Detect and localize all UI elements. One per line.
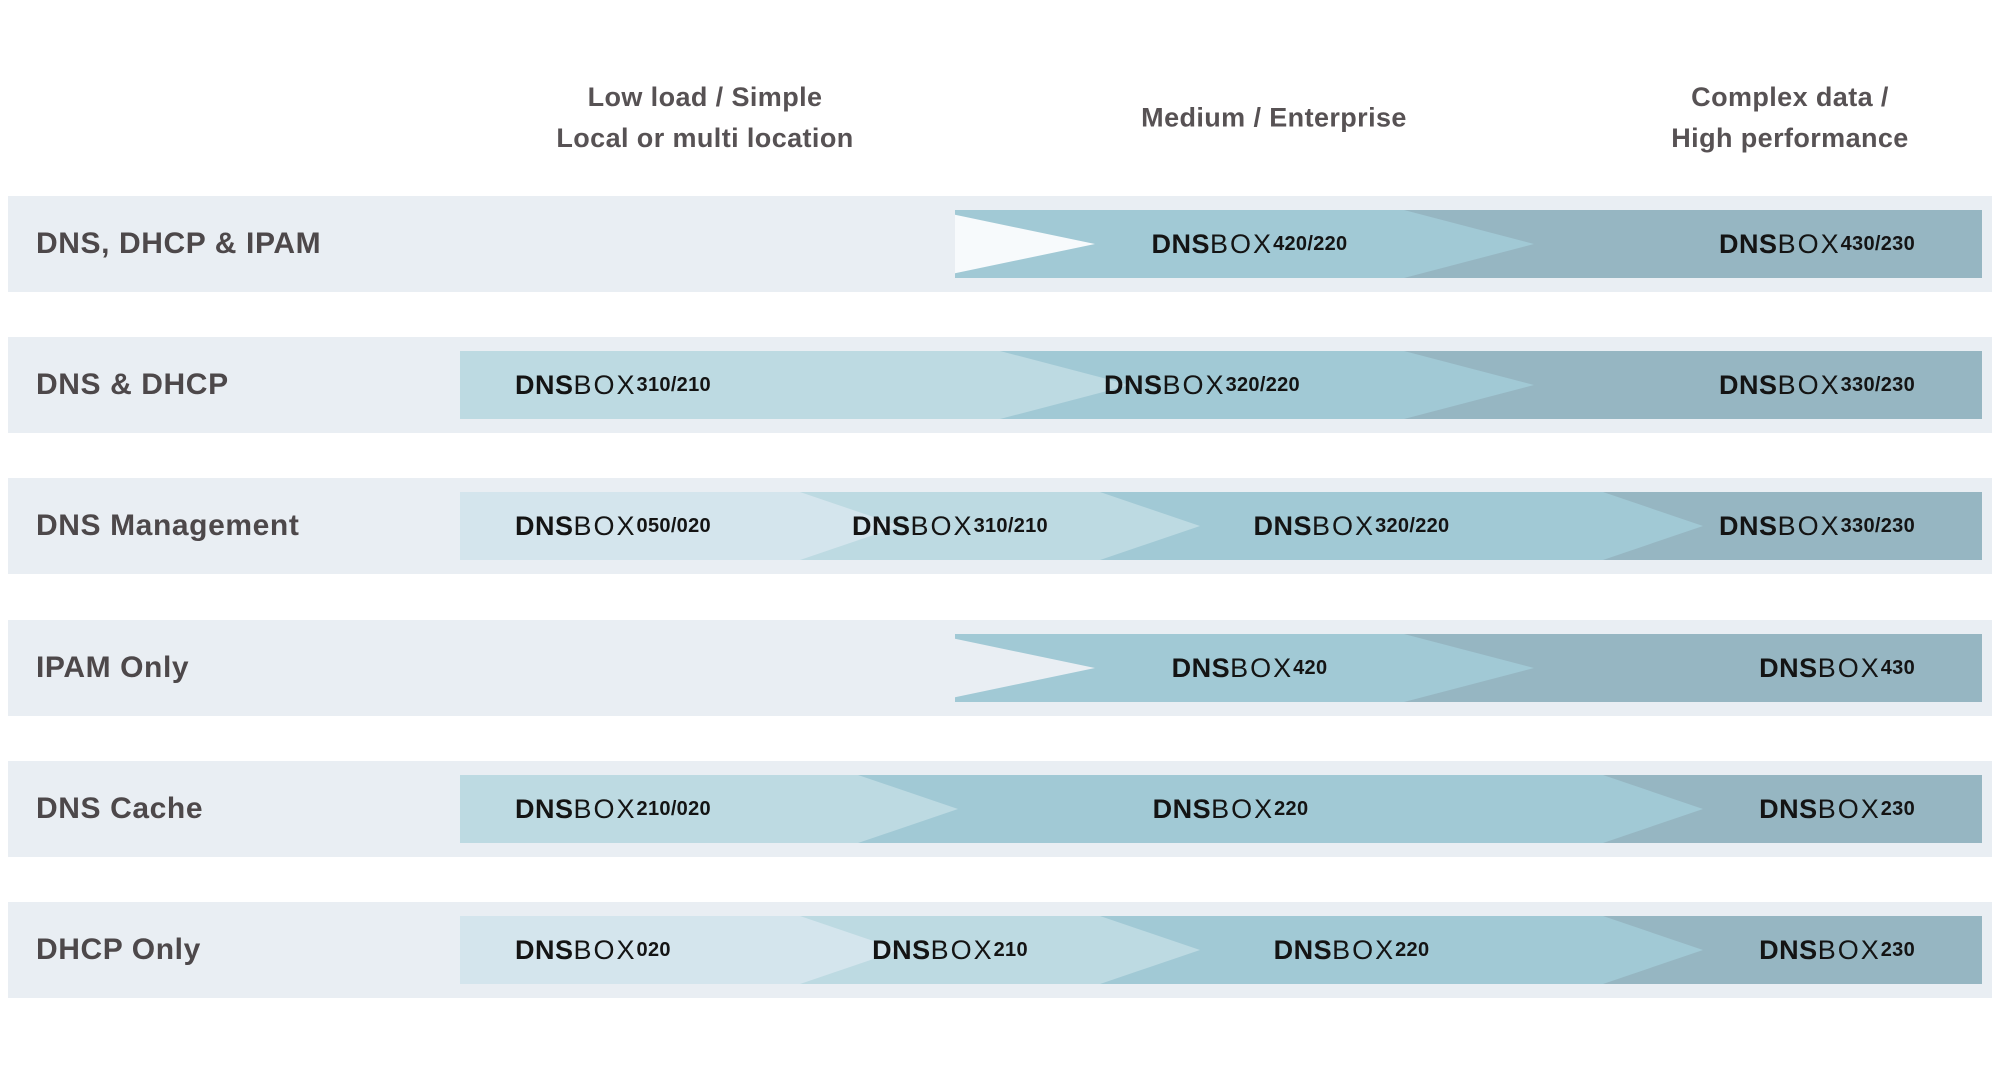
- column-header-line: High performance: [1671, 123, 1909, 153]
- product-family: BOX: [910, 510, 974, 541]
- product-model: 230: [1880, 938, 1915, 961]
- product-brand: DNS: [1719, 228, 1778, 259]
- product-brand: DNS: [515, 793, 574, 824]
- product-family: BOX: [573, 510, 637, 541]
- product-family: BOX: [573, 934, 637, 965]
- product-family: BOX: [1817, 652, 1881, 683]
- product-family: BOX: [1777, 228, 1841, 259]
- product-model: 050/020: [636, 514, 711, 537]
- product-model: 230: [1880, 797, 1915, 820]
- product-family: BOX: [1312, 510, 1376, 541]
- product-family: BOX: [573, 369, 637, 400]
- product-brand: DNS: [1759, 793, 1818, 824]
- product-segment: [460, 351, 1000, 419]
- product-brand: DNS: [1719, 510, 1778, 541]
- product-model: 210/020: [636, 797, 711, 820]
- product-segment: [460, 775, 858, 843]
- product-model: 420/220: [1273, 232, 1348, 255]
- product-family: BOX: [1817, 793, 1881, 824]
- product-model: 430/230: [1840, 232, 1915, 255]
- product-model: 310/210: [973, 514, 1048, 537]
- product-model: 310/210: [636, 373, 711, 396]
- product-brand: DNS: [1104, 369, 1163, 400]
- row-label: DHCP Only: [36, 933, 201, 966]
- column-header-line: Medium / Enterprise: [1141, 102, 1407, 133]
- column-header-line: Complex data /: [1691, 82, 1889, 112]
- column-header-line: Local or multi location: [556, 123, 854, 153]
- product-family: BOX: [1332, 934, 1396, 965]
- product-family: BOX: [1162, 369, 1226, 400]
- product-family: BOX: [1230, 652, 1294, 683]
- row-label: DNS Cache: [36, 792, 204, 825]
- product-model: 430: [1880, 656, 1915, 679]
- column-header-line: Low load / Simple: [587, 82, 823, 112]
- product-brand: DNS: [515, 934, 574, 965]
- product-model: 330/230: [1840, 514, 1915, 537]
- product-brand: DNS: [1759, 934, 1818, 965]
- product-brand: DNS: [872, 934, 931, 965]
- row-label: IPAM Only: [36, 651, 190, 684]
- product-brand: DNS: [1151, 228, 1211, 259]
- product-brand: DNS: [1719, 369, 1778, 400]
- product-brand: DNS: [1253, 510, 1313, 541]
- product-family: BOX: [1210, 228, 1274, 259]
- product-segment: [460, 916, 800, 984]
- column-header-complex-data: Complex data / High performance: [1671, 77, 1908, 159]
- product-brand: DNS: [852, 510, 911, 541]
- product-model: 020: [636, 938, 671, 961]
- product-brand: DNS: [1171, 652, 1231, 683]
- product-brand: DNS: [1273, 934, 1333, 965]
- column-header-medium-enterprise: Medium / Enterprise: [1141, 98, 1407, 139]
- row-label: DNS & DHCP: [36, 368, 229, 401]
- product-model: 330/230: [1840, 373, 1915, 396]
- product-family: BOX: [930, 934, 994, 965]
- product-model: 320/220: [1375, 514, 1450, 537]
- product-model: 210: [993, 938, 1028, 961]
- product-brand: DNS: [515, 369, 574, 400]
- product-segment: [460, 492, 800, 560]
- product-model: 420: [1293, 656, 1328, 679]
- product-segment: [858, 775, 1603, 843]
- product-family: BOX: [1777, 369, 1841, 400]
- product-family: BOX: [1777, 510, 1841, 541]
- product-family: BOX: [1211, 793, 1275, 824]
- product-family: BOX: [1817, 934, 1881, 965]
- row-label: DNS, DHCP & IPAM: [36, 227, 322, 260]
- product-model: 220: [1274, 797, 1309, 820]
- product-model: 220: [1395, 938, 1430, 961]
- product-model: 320/220: [1225, 373, 1300, 396]
- product-brand: DNS: [1759, 652, 1818, 683]
- product-brand: DNS: [515, 510, 574, 541]
- row-label: DNS Management: [36, 509, 300, 542]
- product-brand: DNS: [1152, 793, 1212, 824]
- product-family: BOX: [573, 793, 637, 824]
